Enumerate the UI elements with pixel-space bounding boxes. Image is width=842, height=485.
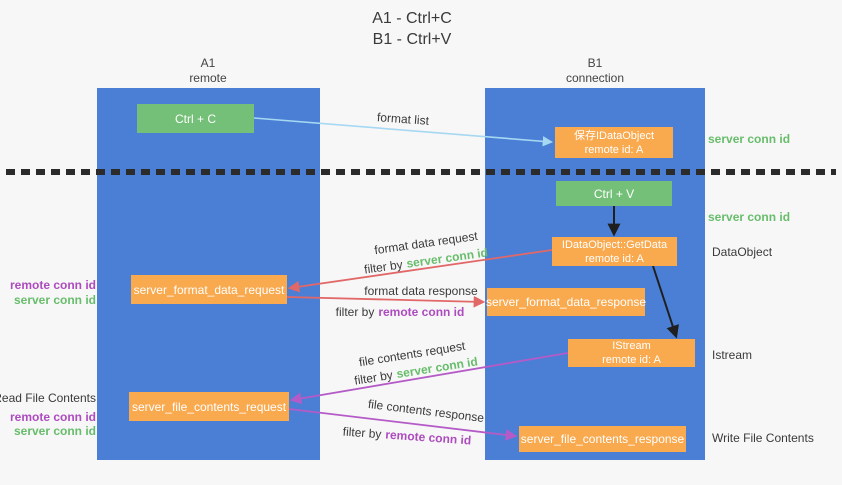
server-file-contents-request-label: server_file_contents_request [131,399,287,414]
remote-conn-id-label-top-left: remote conn id [9,278,96,292]
arrow-format-data-request [287,249,553,293]
remote-conn-id-key: remote conn id [378,305,465,319]
server-format-data-response-box: server_format_data_response [485,288,647,316]
column-header-a1: A1 remote [148,56,268,86]
server-format-data-request-label: server_format_data_request [133,282,285,297]
write-file-contents-label: Write File Contents [712,431,814,445]
filter-by-text: filter by [335,305,375,319]
server-file-contents-response-box: server_file_contents_response [519,426,686,452]
istream-side-label: Istream [712,348,753,362]
column-b1-subtitle: connection [565,71,625,85]
read-file-contents-label: Read File Contents [0,391,96,405]
idataobject-getdata-line1: IDataObject::GetData [561,238,668,251]
column-header-b1: B1 connection [535,56,655,86]
arrow-format-list [253,117,554,147]
title-line-1: A1 - Ctrl+C [372,10,452,27]
filter-by-text: filter by [342,424,382,442]
server-conn-id-label-mid-right: server conn id [708,210,791,224]
column-b1-name: B1 [587,56,603,70]
diagram-title: A1 - Ctrl+C B1 - Ctrl+V [312,8,512,50]
server-conn-id-label-top-left: server conn id [13,293,96,307]
arrow-format-data-response [286,295,486,308]
istream-box: IStream remote id: A [568,339,695,367]
server-file-contents-request-box: server_file_contents_request [129,392,289,421]
arrow-file-contents-request [289,352,569,405]
server-format-data-response-label: server_format_data_response [485,295,647,309]
dataobject-label: DataObject [712,245,773,259]
ctrl-c-label: Ctrl + C [174,111,216,126]
server-conn-id-label-top-right: server conn id [708,132,791,146]
server-file-contents-response-label: server_file_contents_response [520,432,685,446]
title-line-2: B1 - Ctrl+V [372,31,452,48]
column-a1-subtitle: remote [189,71,227,85]
server-format-data-request-box: server_format_data_request [131,275,287,304]
arrow-file-contents-response [288,408,518,441]
istream-line1: IStream [612,340,651,352]
idataobject-getdata-line2: remote id: A [585,252,644,265]
remote-conn-id-label-bottom-left: remote conn id [9,410,96,424]
arrow-getdata-to-istream [652,265,679,339]
save-idataobject-line2: remote id: A [584,143,644,156]
istream-line2: remote id: A [602,354,661,366]
ctrl-v-label: Ctrl + V [593,186,635,201]
dotted-separator [6,169,836,175]
ctrl-v-box: Ctrl + V [556,181,672,206]
save-idataobject-box: 保存IDataObject remote id: A [555,127,673,158]
column-a1-name: A1 [200,56,216,70]
server-conn-id-label-bottom-left: server conn id [13,424,96,438]
save-idataobject-line1: 保存IDataObject [573,129,655,142]
idataobject-getdata-box: IDataObject::GetData remote id: A [552,237,677,266]
format-data-response-label: format data response [364,284,478,298]
ctrl-c-box: Ctrl + C [137,104,254,133]
